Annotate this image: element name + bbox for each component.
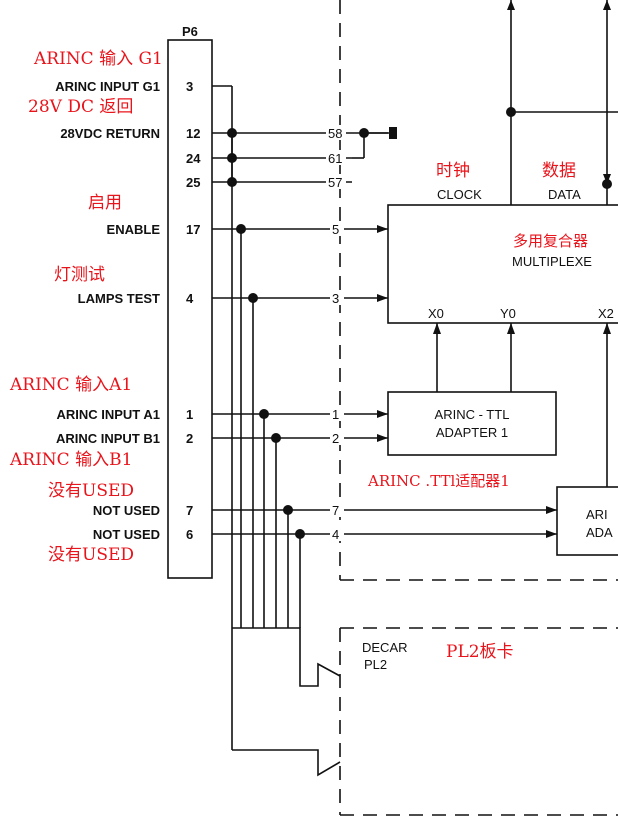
wire-number: 4 [332, 527, 339, 542]
pl2-label: PL2 [364, 657, 387, 672]
label-arinc-input-a1: ARINC INPUT A1 [56, 407, 160, 422]
cn-annotation-data: 数据 [542, 161, 576, 181]
pin-number: 4 [186, 291, 194, 306]
label-lamps-test: LAMPS TEST [78, 291, 160, 306]
wire-number: 3 [332, 291, 339, 306]
wire-number: 2 [332, 431, 339, 446]
clock-label: CLOCK [437, 187, 482, 202]
adapter-1-label-line2: ADAPTER 1 [436, 425, 508, 440]
cn-annotation-not-used-bottom: 没有USED [48, 545, 134, 565]
label-28vdc-return: 28VDC RETURN [60, 126, 160, 141]
pin-number: 1 [186, 407, 193, 422]
wire-number: 1 [332, 407, 339, 422]
y0-label: Y0 [500, 306, 516, 321]
x2-label: X2 [598, 306, 614, 321]
multiplexer-label: MULTIPLEXE [512, 254, 592, 269]
pin-number: 3 [186, 79, 193, 94]
connector-name: P6 [182, 24, 198, 39]
pin-number: 6 [186, 527, 193, 542]
multiplexer-block [387, 204, 618, 324]
label-arinc-input-g1: ARINC INPUT G1 [55, 79, 160, 94]
cn-annotation-arinc-a1: ARINC 输入A1 [9, 375, 132, 395]
decar-label: DECAR [362, 640, 408, 655]
wire-number: 5 [332, 222, 339, 237]
cn-annotation-lamps-test: 灯测试 [54, 265, 105, 285]
pin-number: 17 [186, 222, 200, 237]
adapter-1-label-line1: ARINC - TTL [435, 407, 510, 422]
p6-connector-body [167, 39, 213, 579]
wire-number: 57 [328, 175, 342, 190]
wire-number: 7 [332, 503, 339, 518]
label-arinc-input-b1: ARINC INPUT B1 [56, 431, 160, 446]
arinc-ttl-adapter-2-block [556, 486, 618, 556]
arinc-ttl-adapter-1-block [387, 391, 557, 456]
label-enable: ENABLE [107, 222, 161, 237]
pin-number: 24 [186, 151, 201, 166]
pin-number: 12 [186, 126, 200, 141]
pin-number: 25 [186, 175, 200, 190]
pin-number: 7 [186, 503, 193, 518]
cn-annotation-pl2: PL2板卡 [446, 642, 514, 662]
wire-number: 61 [328, 151, 342, 166]
cn-annotation-enable: 启用 [88, 193, 122, 213]
x0-label: X0 [428, 306, 444, 321]
cn-annotation-dc-return: 28V DC 返回 [28, 97, 133, 117]
wire-number: 58 [328, 126, 342, 141]
label-not-used-pin7: NOT USED [93, 503, 160, 518]
data-label: DATA [548, 187, 581, 202]
cn-annotation-clock: 时钟 [436, 161, 470, 181]
cn-annotation-arinc-b1: ARINC 输入B1 [9, 450, 132, 470]
cn-annotation-not-used-top: 没有USED [48, 481, 134, 501]
cn-annotation-arinc-g1: ARINC 输入 G1 [33, 49, 163, 69]
cn-annotation-adapter: ARINC .TTl适配器1 [367, 472, 510, 490]
label-not-used-pin6: NOT USED [93, 527, 160, 542]
pin-number: 2 [186, 431, 193, 446]
adapter-2-label-line1: ARI [586, 507, 608, 522]
adapter-2-label-line2: ADA [586, 525, 613, 540]
cn-annotation-multiplexer: 多用复合器 [513, 232, 588, 250]
